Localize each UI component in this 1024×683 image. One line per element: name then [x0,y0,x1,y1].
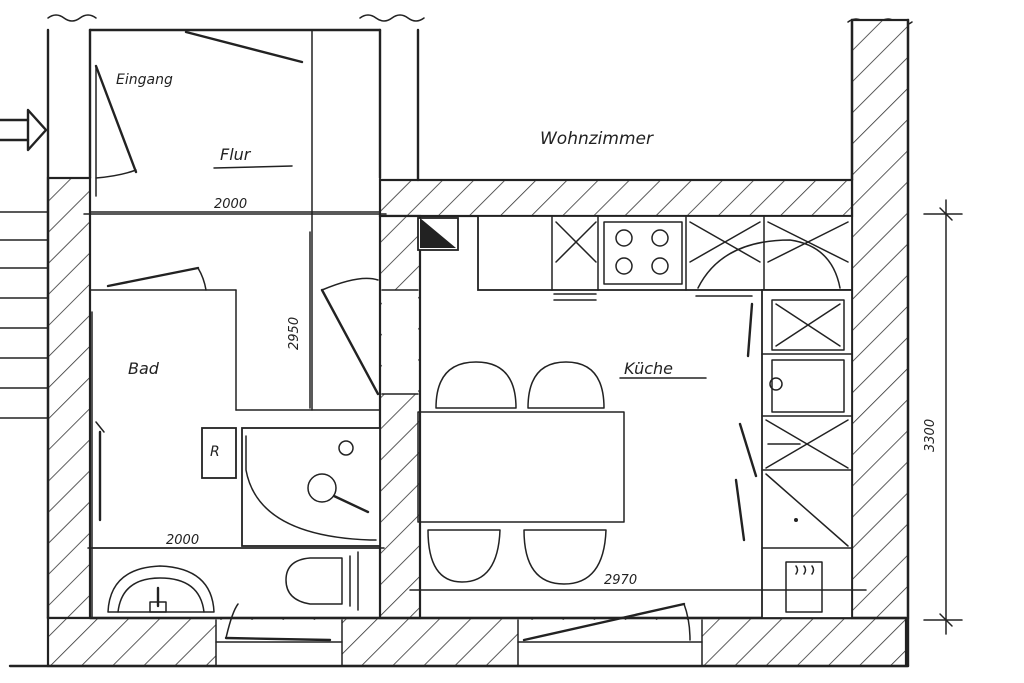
label-hall: Flur [220,145,252,164]
label-bath: Bad [128,359,160,378]
door-bottom-bath [224,603,332,642]
dim-bath-width: 2000 [166,533,199,548]
dim-hall-width: 2000 [214,197,247,212]
label-kitchen: Küche [624,359,673,378]
kitchen-counter-right [734,289,853,619]
dimension-lines [83,199,963,635]
shower-tray [241,427,381,547]
dining-table [417,411,625,619]
door-entrance [94,64,138,197]
label-living-room: Wohnzimmer [540,129,654,149]
hatched-walls [46,18,910,668]
break-marks [47,14,913,26]
dim-hall-depth: 2950 [287,317,302,350]
r-box-label: R [210,444,220,460]
washbasin [107,565,215,613]
door-hall-top [184,30,304,64]
dim-kitchen-depth: 3300 [923,419,938,452]
door-kitchen [320,277,380,396]
stair-lines [0,211,49,419]
r-box: R [201,427,237,479]
chairs [427,361,607,585]
door-bath [106,266,207,291]
label-entrance: Eingang [116,72,173,88]
entrance-arrow [0,108,48,152]
dim-kitchen-width: 2970 [604,573,637,588]
toilet [285,551,359,611]
towel-rail [95,421,105,522]
kitchen-counter-top [477,215,853,301]
chimney-box [417,217,459,251]
door-bottom-kitchen [522,602,691,642]
door-openings [215,289,703,667]
